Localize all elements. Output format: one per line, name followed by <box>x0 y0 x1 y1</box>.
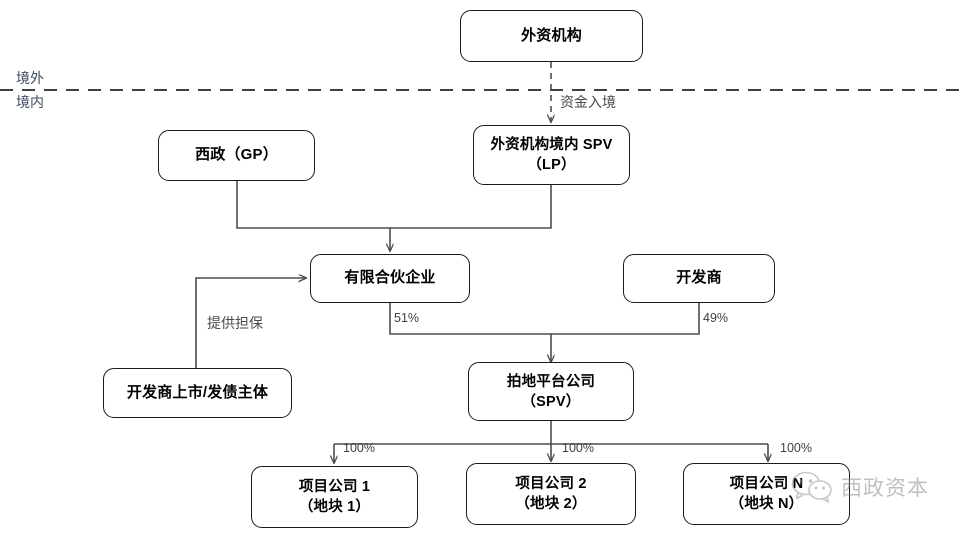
boundary-label-offshore: 境外 <box>14 68 46 88</box>
edge-gp-to-partnership <box>236 181 390 251</box>
edge-partnership-to-spv <box>389 303 551 362</box>
edge-label-developer-share: 49% <box>703 311 729 325</box>
node-xizheng-gp[interactable]: 西政（GP） <box>158 130 315 181</box>
watermark: 西政资本 <box>790 470 929 504</box>
edge-label-partnership-share: 51% <box>394 311 420 325</box>
edge-label-capital-inbound: 资金入境 <box>560 94 616 110</box>
node-project-company-1[interactable]: 项目公司 1 （地块 1） <box>251 466 418 528</box>
node-limited-partnership[interactable]: 有限合伙企业 <box>310 254 470 303</box>
edge-label-project-1-share: 100% <box>343 441 375 455</box>
edge-developer-to-spv <box>551 303 700 335</box>
edge-label-guarantee: 提供担保 <box>207 315 263 331</box>
node-land-platform-spv[interactable]: 拍地平台公司 （SPV） <box>468 362 634 421</box>
node-onshore-spv-lp[interactable]: 外资机构境内 SPV （LP） <box>473 125 630 185</box>
boundary-label-onshore: 境内 <box>14 92 46 112</box>
edge-label-project-2-share: 100% <box>562 441 594 455</box>
wechat-icon <box>791 471 832 503</box>
node-developer[interactable]: 开发商 <box>623 254 775 303</box>
edge-label-project-n-share: 100% <box>780 441 812 455</box>
node-foreign-institution[interactable]: 外资机构 <box>460 10 643 62</box>
node-developer-listed-entity[interactable]: 开发商上市/发债主体 <box>103 368 292 418</box>
edge-guarantee <box>195 278 306 368</box>
watermark-text: 西政资本 <box>841 476 929 500</box>
edge-lp-to-partnership <box>390 185 552 229</box>
node-project-company-2[interactable]: 项目公司 2 （地块 2） <box>466 463 636 525</box>
